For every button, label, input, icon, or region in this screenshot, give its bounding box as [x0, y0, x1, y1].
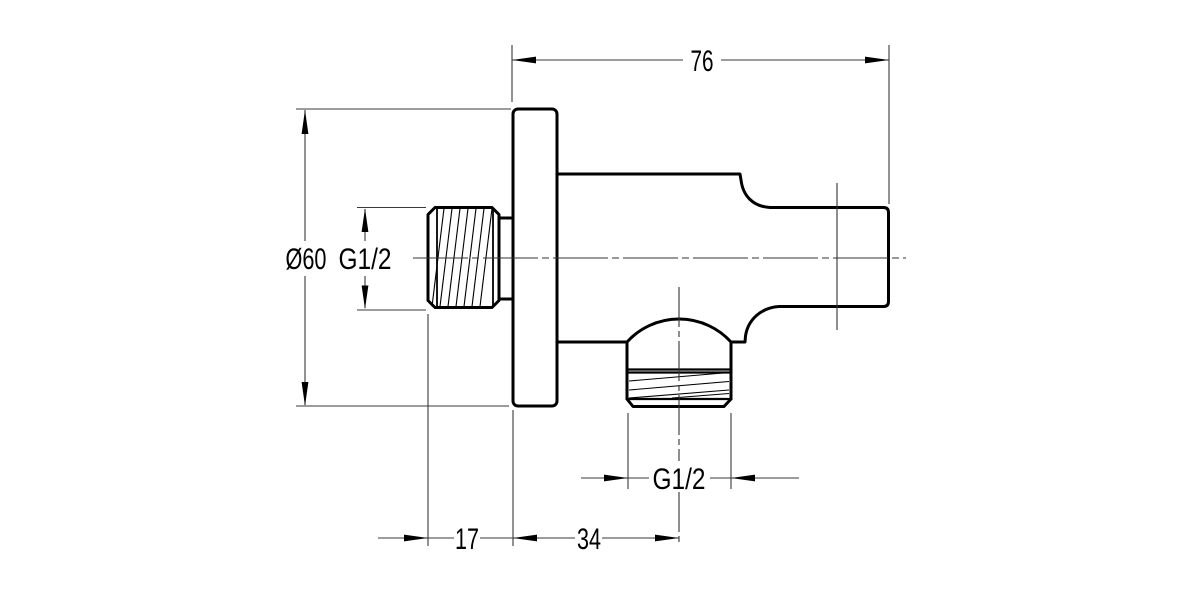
dim-label-outlet-thread: G1/2: [653, 463, 706, 496]
centerlines: [413, 183, 906, 546]
dim-label-overall-length: 76: [691, 45, 714, 78]
arrow-17-34-shared: [513, 534, 537, 542]
body-profile: [555, 172, 890, 344]
dim-label-inlet-projection: 17: [455, 523, 479, 556]
arrow-60-top: [301, 110, 309, 134]
inlet-thread-outline: [426, 206, 501, 309]
dim-label-inlet-thread: G1/2: [339, 243, 392, 276]
arrow-76-left: [512, 56, 536, 64]
dimension-lines: [296, 45, 890, 546]
arrow-g12-bottom: [361, 285, 369, 309]
hatch-line: [463, 208, 477, 307]
arrow-17-left: [404, 534, 428, 542]
arrow-g12-top: [361, 208, 369, 232]
hatch-line: [671, 392, 730, 399]
dimension-arrows: [301, 56, 889, 542]
dimension-labels: 76 Ø60 G1/2 G1/2 17 34: [286, 45, 714, 556]
dim-label-flange-diameter: Ø60: [286, 243, 327, 276]
arrow-outlet-right: [731, 474, 755, 482]
arrow-outlet-left: [604, 474, 628, 482]
arrow-76-right: [865, 56, 889, 64]
arrow-34-right: [655, 534, 679, 542]
dim-label-outlet-center-offset: 34: [577, 523, 601, 556]
hatch-line: [628, 389, 730, 399]
arrow-60-bottom: [301, 382, 309, 406]
